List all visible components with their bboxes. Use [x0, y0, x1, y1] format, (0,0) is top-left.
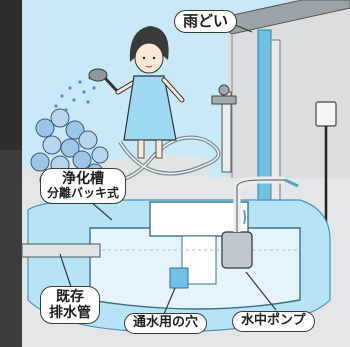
label-rain-gutter-text: 雨どい	[183, 12, 229, 30]
label-flow-hole-text: 通水用の穴	[133, 315, 199, 330]
label-existing-drain-line2: 排水管	[49, 305, 91, 322]
hydrangea-bush	[30, 108, 109, 189]
label-submersible-pump: 水中ポンプ	[232, 311, 315, 332]
label-septic-tank: 浄化槽 分離バッキ式	[40, 168, 127, 204]
label-septic-tank-line1: 浄化槽	[62, 171, 104, 187]
outlet-box	[315, 101, 337, 127]
septic-tank	[89, 201, 301, 310]
label-rain-gutter: 雨どい	[174, 10, 238, 34]
existing-drain-pipe	[21, 243, 101, 258]
submersible-pump	[221, 176, 299, 269]
flow-hole	[169, 267, 189, 289]
shower-head	[88, 68, 120, 94]
label-existing-drain-line1: 既存	[56, 289, 84, 305]
label-septic-tank-line2: 分離バッキ式	[47, 186, 120, 201]
label-existing-drain: 既存 排水管	[40, 286, 100, 325]
faucet	[211, 95, 237, 105]
label-flow-hole: 通水用の穴	[124, 313, 208, 334]
woman-figure	[115, 26, 185, 159]
label-submersible-pump-text: 水中ポンプ	[241, 313, 306, 328]
